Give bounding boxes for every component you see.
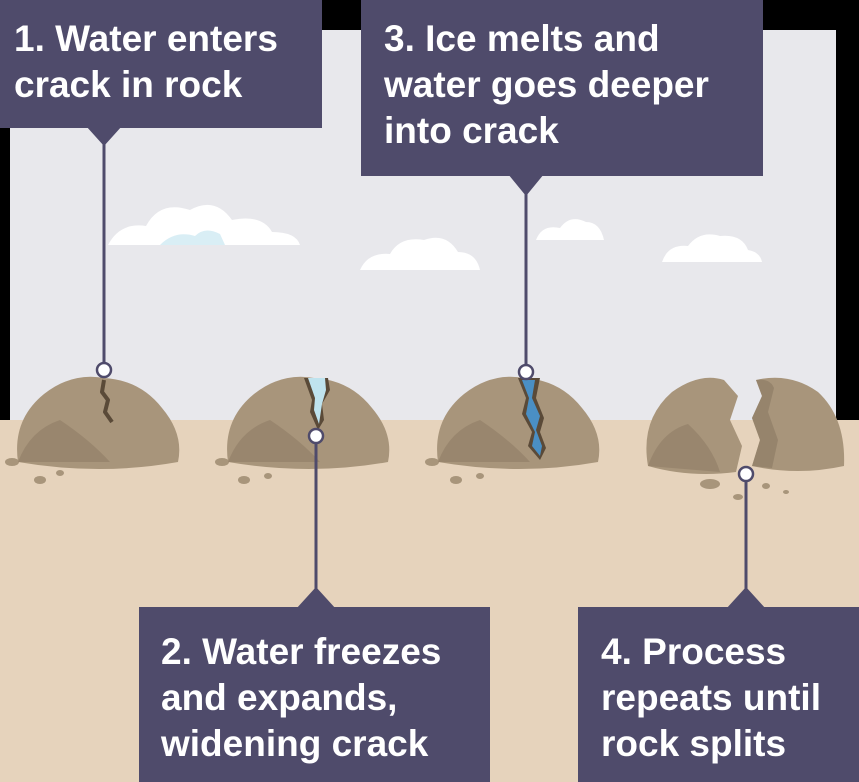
step-2-line-2: and expands, [161, 677, 398, 718]
pointer-4 [726, 465, 766, 609]
step-4-label: 4. Process repeats until rock splits [578, 607, 859, 782]
pointer-dot-icon [737, 465, 755, 483]
cloud-icon [360, 237, 480, 270]
cloud-icon [108, 204, 300, 245]
step-4-line-1: 4. Process [601, 631, 787, 672]
rock-icon [17, 376, 180, 469]
step-2-line-3: widening crack [161, 723, 429, 764]
pointer-dot-icon [95, 361, 113, 379]
step-2-label: 2. Water freezes and expands, widening c… [139, 607, 490, 782]
rock-icon [437, 376, 600, 469]
cloud-icon [536, 219, 604, 240]
step-1-line-2: crack in rock [14, 64, 243, 105]
pointer-1 [86, 126, 122, 379]
rock-icon [227, 376, 390, 469]
step-1-line-1: 1. Water enters [14, 18, 278, 59]
step-3-line-3: into crack [384, 110, 559, 151]
pointer-2 [296, 427, 336, 609]
step-4-line-2: repeats until [601, 677, 821, 718]
cloud-icon [662, 234, 762, 262]
pointer-3 [508, 174, 544, 381]
step-4-line-3: rock splits [601, 723, 787, 764]
step-1-label: 1. Water enters crack in rock [0, 0, 322, 128]
pointer-dot-icon [307, 427, 325, 445]
rock-icon [646, 377, 845, 474]
step-3-line-1: 3. Ice melts and [384, 18, 660, 59]
pointer-dot-icon [517, 363, 535, 381]
step-2-line-1: 2. Water freezes [161, 631, 442, 672]
step-3-label: 3. Ice melts and water goes deeper into … [361, 0, 763, 176]
pebbles [5, 458, 789, 500]
step-3-line-2: water goes deeper [384, 64, 709, 105]
